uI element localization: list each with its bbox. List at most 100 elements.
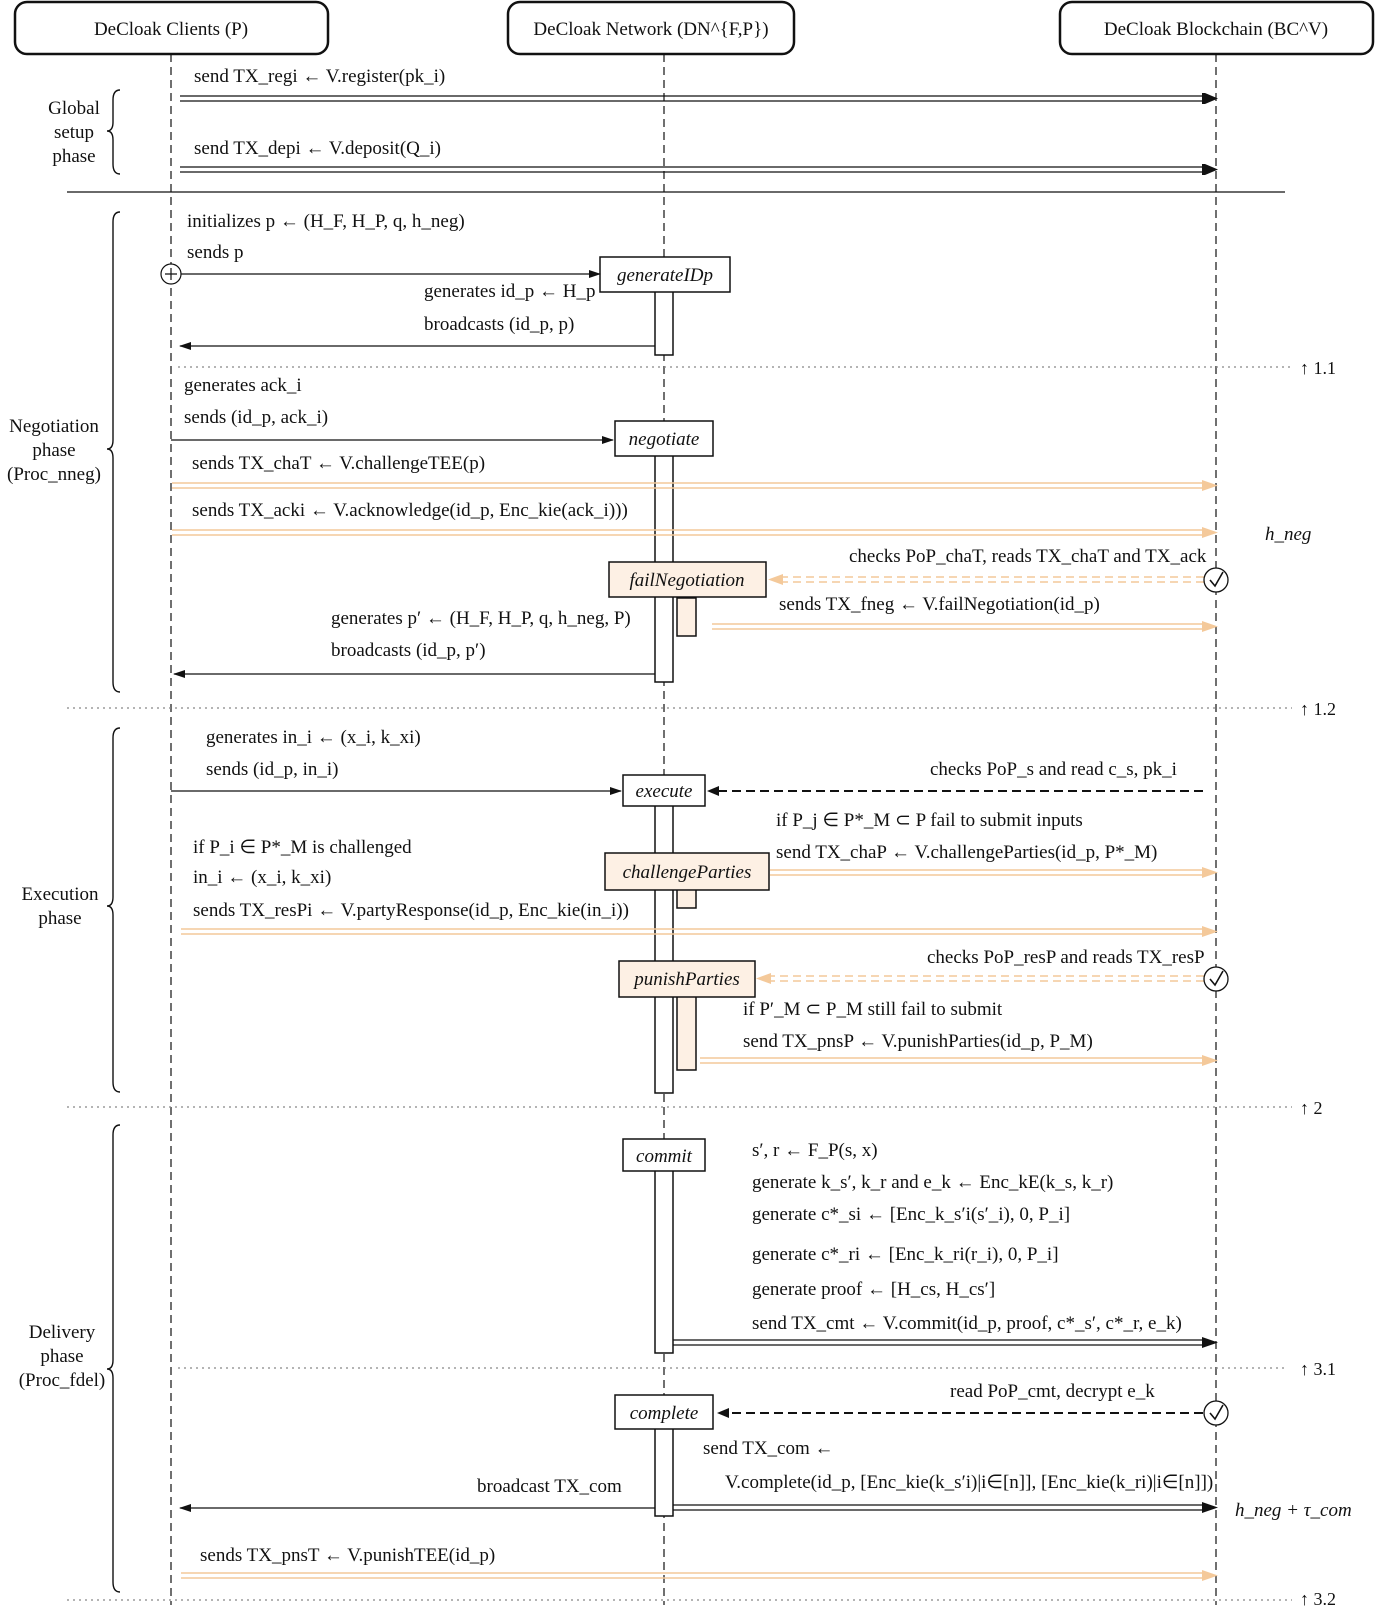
arrow-pnsT [181, 1570, 1218, 1581]
msg-resP: sends TX_resPi ← V.partyResponse(id_p, E… [193, 900, 629, 921]
box-commit-label: commit [636, 1146, 693, 1167]
step-label: ↑ 1.2 [1300, 699, 1336, 719]
box-generate-idp: generateIDp [599, 256, 731, 293]
box-challenge-parties: challengeParties [604, 852, 770, 891]
phase-execution-line: phase [38, 908, 81, 929]
phase-delivery-line: (Proc_fdel) [19, 1370, 106, 1391]
arrow-chaT [172, 480, 1218, 491]
activation-bar-generate [654, 289, 674, 356]
deadline-h-neg: h_neg [1265, 524, 1311, 545]
header-blockchain: DeCloak Blockchain (BC^V) [1058, 0, 1375, 56]
init-plus-icon-mark [165, 268, 177, 280]
msg-pnsT: sends TX_pnsT ← V.punishTEE(id_p) [200, 1545, 495, 1566]
msg-bcast-com: broadcast TX_com [477, 1476, 622, 1497]
phase-negotiation-line: phase [32, 440, 75, 461]
header-network: DeCloak Network (DN^{F,P}) [506, 0, 796, 56]
arrow-register [180, 93, 1218, 104]
phase-execution-line: Execution [21, 884, 99, 905]
box-execute-label: execute [636, 781, 693, 802]
phase-negotiation-line: (Proc_nneg) [7, 464, 101, 485]
process-boxes: generateIDp negotiate failNegotiation ex… [599, 256, 770, 1430]
box-negotiate-label: negotiate [629, 429, 700, 450]
phase-delivery-line: phase [40, 1346, 83, 1367]
activation-bar-complete [654, 1427, 674, 1517]
msg-commit-send: send TX_cmt ← V.commit(id_p, proof, c*_s… [752, 1313, 1182, 1334]
msg-gen-idp: generates id_p ← H_p [424, 281, 595, 302]
phase-global-line: Global [48, 98, 100, 119]
box-fail-negotiation-label: failNegotiation [629, 570, 744, 591]
activation-bar-punish [676, 995, 697, 1071]
phase-global-line: phase [52, 146, 95, 167]
msg-commit-cr: generate c*_ri ← [Enc_k_ri(r_i), 0, P_i] [752, 1244, 1059, 1265]
step-labels: ↑ 1.1 ↑ 1.2 ↑ 2 ↑ 3.1 ↑ 3.2 [1300, 358, 1336, 1608]
box-generate-idp-label: generateIDp [617, 265, 713, 286]
msg-commit-proof: generate proof ← [H_cs, H_cs′] [752, 1279, 995, 1300]
arrow-check-chaT [768, 574, 1204, 585]
header-clients: DeCloak Clients (P) [13, 0, 330, 56]
arrows [160, 93, 1218, 1581]
tee-activation-bars [676, 597, 697, 1071]
activation-bar-challenge [676, 887, 697, 909]
phase-braces [106, 89, 121, 1593]
msg-checks-pops: checks PoP_s and read c_s, pk_i [930, 759, 1177, 780]
check-icon [1203, 966, 1229, 992]
msg-acki: sends TX_acki ← V.acknowledge(id_p, Enc_… [192, 500, 628, 521]
msg-if-challenged: if P_i ∈ P*_M is challenged [193, 837, 412, 858]
msg-send-com: send TX_com ← [703, 1438, 834, 1459]
msg-commit-f: s′, r ← F_P(s, x) [752, 1140, 878, 1161]
arrow-read-cmt-head [717, 1408, 729, 1418]
arrow-deposit [180, 164, 1218, 175]
msg-checks-resP: checks PoP_resP and reads TX_resP [927, 947, 1205, 968]
brace-global [106, 89, 121, 175]
activation-bar-commit [654, 1169, 674, 1354]
msg-pnsP: send TX_pnsP ← V.punishParties(id_p, P_M… [743, 1031, 1093, 1052]
msg-bcast-pprime: broadcasts (id_p, p′) [331, 640, 486, 661]
msg-init-p: initializes p ← (H_F, H_P, q, h_neg) [187, 211, 465, 232]
msg-read-cmt: read PoP_cmt, decrypt e_k [950, 1381, 1155, 1402]
msg-deposit: send TX_depi ← V.deposit(Q_i) [194, 138, 441, 159]
arrow-commit [673, 1337, 1218, 1348]
deadline-h-neg-tau: h_neg + τ_com [1235, 1500, 1352, 1521]
brace-negotiation [106, 211, 121, 693]
step-label: ↑ 3.1 [1300, 1359, 1336, 1379]
box-complete: complete [614, 1394, 714, 1430]
arrow-pnsP [700, 1055, 1218, 1066]
activation-bars [654, 289, 674, 1517]
box-execute: execute [622, 774, 706, 807]
msg-commit-cs: generate c*_si ← [Enc_k_s′i(s′_i), 0, P_… [752, 1204, 1070, 1225]
msg-in-assign: in_i ← (x_i, k_xi) [193, 867, 331, 888]
msg-complete-call: V.complete(id_p, [Enc_kie(k_s′i)|i∈[n]],… [725, 1472, 1213, 1493]
msg-chaP: send TX_chaP ← V.challengeParties(id_p, … [776, 842, 1157, 863]
msg-sends-in: sends (id_p, in_i) [206, 759, 338, 780]
msg-gen-in: generates in_i ← (x_i, k_xi) [206, 727, 421, 748]
box-negotiate: negotiate [614, 420, 714, 457]
step-label: ↑ 3.2 [1300, 1589, 1336, 1608]
msg-if-still-fail: if P′_M ⊂ P_M still fail to submit [743, 999, 1003, 1020]
arrow-check-resP [756, 973, 1204, 984]
msg-bcast-idp: broadcasts (id_p, p) [424, 314, 574, 335]
step-label: ↑ 2 [1300, 1098, 1323, 1118]
box-complete-label: complete [630, 1403, 699, 1424]
msg-register: send TX_regi ← V.register(pk_i) [194, 66, 445, 87]
box-fail-negotiation: failNegotiation [608, 561, 767, 598]
step-label: ↑ 1.1 [1300, 358, 1336, 378]
msg-gen-pprime: generates p′ ← (H_F, H_P, q, h_neg, P) [331, 608, 631, 629]
brace-execution [106, 727, 121, 1093]
msg-fneg: sends TX_fneg ← V.failNegotiation(id_p) [779, 594, 1100, 615]
arrow-fneg [712, 621, 1218, 632]
box-punish-parties: punishParties [618, 960, 756, 998]
box-punish-parties-label: punishParties [632, 969, 740, 990]
arrow-checks-pops-head [707, 786, 719, 796]
msg-sends-ack: sends (id_p, ack_i) [184, 407, 328, 428]
check-icon [1203, 567, 1229, 593]
phase-global-line: setup [54, 122, 94, 143]
activation-bar-execute [654, 804, 674, 1094]
msg-if-fail-submit: if P_j ∈ P*_M ⊂ P fail to submit inputs [776, 810, 1083, 831]
box-challenge-parties-label: challengeParties [623, 862, 752, 883]
header-blockchain-label: DeCloak Blockchain (BC^V) [1104, 19, 1328, 40]
msg-sends-p: sends p [187, 242, 243, 263]
separators [67, 191, 1292, 1601]
header-network-label: DeCloak Network (DN^{F,P}) [533, 19, 768, 40]
arrow-resP [181, 926, 1218, 937]
